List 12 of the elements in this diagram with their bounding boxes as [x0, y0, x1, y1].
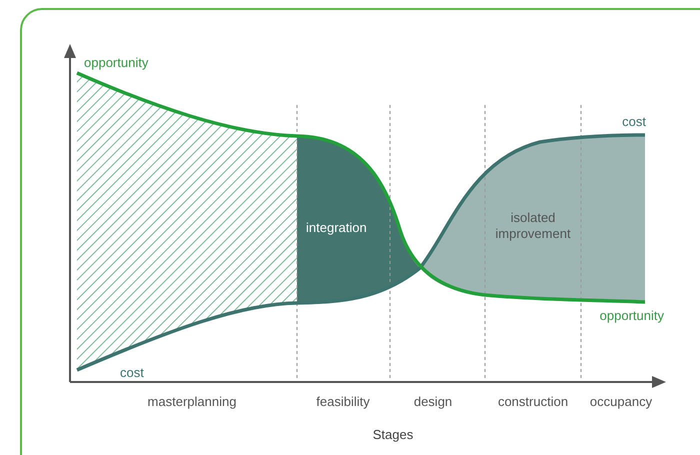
stage-label: feasibility [315, 393, 371, 411]
stage-label: design [412, 393, 454, 411]
curve-label: cost [621, 113, 646, 131]
area-label: isolated improvement [494, 210, 572, 242]
curve-label: opportunity [598, 307, 664, 325]
curve-label: opportunity [84, 54, 150, 72]
stage-label: masterplanning [146, 393, 238, 411]
area-label: integration [306, 219, 368, 237]
curve-label: cost [120, 364, 145, 382]
axis-title: Stages [372, 426, 414, 444]
stage-label: construction [496, 393, 570, 411]
stage-label: occupancy [588, 393, 654, 411]
